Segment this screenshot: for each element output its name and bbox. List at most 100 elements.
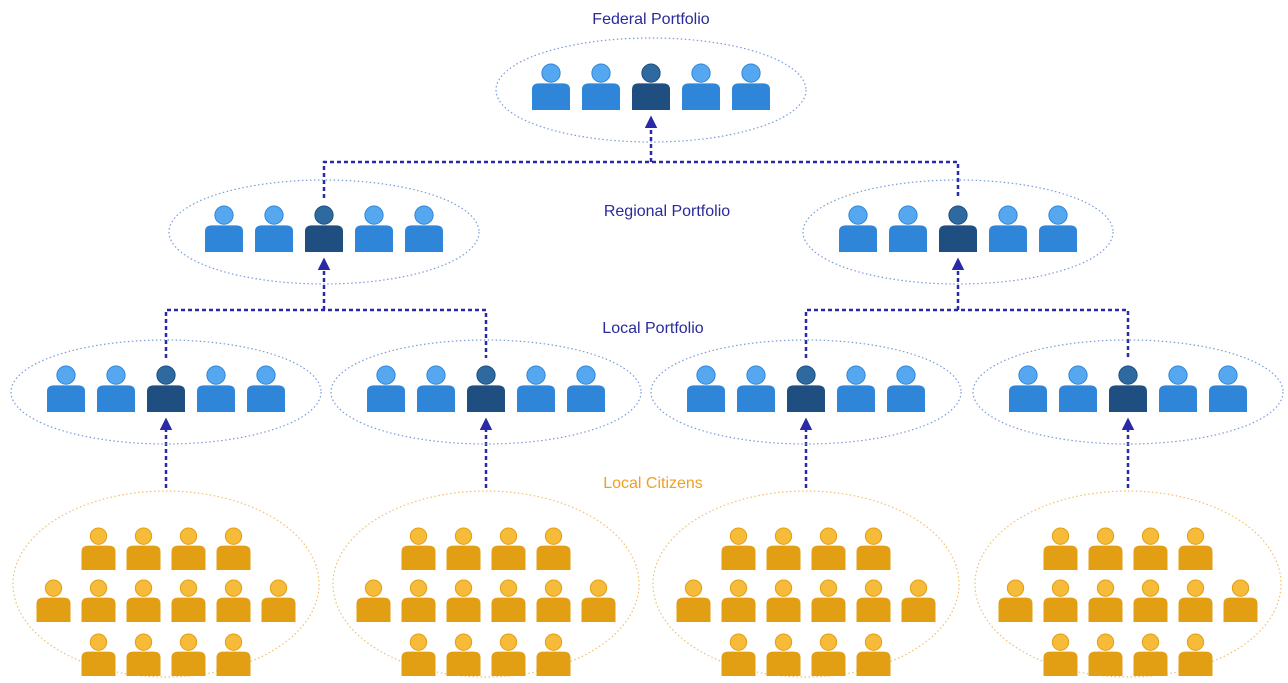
citizen-group-3-citizen-icon [766, 527, 801, 570]
citizen-group-3-citizen-icon [901, 579, 936, 622]
local-portfolio-2-ellipse [330, 339, 642, 445]
citizen-group-4-citizen-icon [1043, 633, 1078, 676]
federal-portfolio-member-icon [682, 63, 720, 110]
citizen-group-3-citizen-icon [811, 527, 846, 570]
citizen-group-3-citizen-icon [811, 633, 846, 676]
citizen-group-1-citizen-icon [126, 579, 161, 622]
citizen-group-2-citizen-icon [491, 579, 526, 622]
local-portfolio-label: Local Portfolio [602, 320, 703, 337]
local-portfolio-3-member-icon [687, 365, 725, 412]
citizen-group-1-citizen-icon [171, 579, 206, 622]
citizen-group-4-citizen-icon [1178, 633, 1213, 676]
citizen-group-3-citizen-icon [856, 527, 891, 570]
local-portfolio-1-ellipse [10, 339, 322, 445]
regional-portfolio-1-ellipse [168, 179, 480, 285]
local-portfolio-4-member-icon [1009, 365, 1047, 412]
citizen-group-2-citizen-icon [401, 527, 436, 570]
citizen-group-1-citizen-icon [171, 527, 206, 570]
citizen-group-3-citizen-icon [766, 633, 801, 676]
citizen-group-4-citizen-icon [1178, 527, 1213, 570]
citizen-group-2-citizen-icon [581, 579, 616, 622]
citizen-group-4-citizen-icon [1043, 527, 1078, 570]
local-portfolio-4-member-icon [1159, 365, 1197, 412]
local-portfolio-2-member-icon [517, 365, 555, 412]
local-portfolio-2-member-icon [367, 365, 405, 412]
citizen-group-2-citizen-icon [446, 633, 481, 676]
citizen-group-2-citizen-icon [446, 527, 481, 570]
citizen-group-3-citizen-icon [856, 633, 891, 676]
citizen-group-1-citizen-icon [81, 633, 116, 676]
federal-portfolio-member-icon [582, 63, 620, 110]
local-portfolio-1-member-icon [247, 365, 285, 412]
citizen-group-1-citizen-icon [216, 633, 251, 676]
federal-portfolio-member-icon [532, 63, 570, 110]
regional-portfolio-1-representative-icon [305, 205, 343, 252]
citizen-group-2-citizen-icon [401, 579, 436, 622]
citizen-group-4-citizen-icon [1133, 527, 1168, 570]
local-portfolio-1-member-icon [97, 365, 135, 412]
citizen-group-2-citizen-icon [356, 579, 391, 622]
federal-portfolio-label: Federal Portfolio [592, 11, 709, 28]
citizen-group-4-citizen-icon [1133, 579, 1168, 622]
citizen-group-3-citizen-icon [811, 579, 846, 622]
regional-portfolio-2-member-icon [889, 205, 927, 252]
local-portfolio-4-member-icon [1059, 365, 1097, 412]
citizen-group-4-citizen-icon [1088, 633, 1123, 676]
citizen-group-1-citizen-icon [126, 527, 161, 570]
local-portfolio-3-ellipse [650, 339, 962, 445]
regional-portfolio-2-representative-icon [939, 205, 977, 252]
citizen-group-2-citizen-icon [491, 527, 526, 570]
citizen-group-2-citizen-icon [446, 579, 481, 622]
citizen-group-2-citizen-icon [536, 527, 571, 570]
local-portfolio-1-representative-icon [147, 365, 185, 412]
citizen-group-2-citizen-icon [491, 633, 526, 676]
local-portfolio-4-representative-icon [1109, 365, 1147, 412]
citizen-group-1-citizen-icon [81, 579, 116, 622]
citizen-group-2-citizen-icon [536, 579, 571, 622]
citizen-group-1-citizen-icon [36, 579, 71, 622]
local-portfolio-3-member-icon [737, 365, 775, 412]
regional-portfolio-1-member-icon [355, 205, 393, 252]
regional-portfolio-label: Regional Portfolio [604, 203, 730, 220]
citizen-group-4-citizen-icon [1043, 579, 1078, 622]
regional-portfolio-2-member-icon [1039, 205, 1077, 252]
regional-portfolio-1-member-icon [405, 205, 443, 252]
local-citizens-label: Local Citizens [603, 475, 703, 492]
local-portfolio-3-member-icon [837, 365, 875, 412]
citizen-group-3-citizen-icon [721, 527, 756, 570]
citizen-group-1-citizen-icon [216, 527, 251, 570]
connectors [159, 115, 1135, 488]
federal-portfolio-ellipse [495, 37, 807, 143]
citizen-group-1-citizen-icon [126, 633, 161, 676]
federal-portfolio-member-icon [732, 63, 770, 110]
regional-portfolio-2-member-icon [839, 205, 877, 252]
citizen-group-1-citizen-icon [261, 579, 296, 622]
regional-portfolio-1-member-icon [255, 205, 293, 252]
federal-portfolio-representative-icon [632, 63, 670, 110]
group-ellipses [10, 37, 1284, 678]
people-icons [36, 63, 1258, 676]
local-to-regional-connector-1 [164, 308, 488, 358]
local-portfolio-2-member-icon [567, 365, 605, 412]
citizen-group-3-citizen-icon [721, 633, 756, 676]
regional-portfolio-2-member-icon [989, 205, 1027, 252]
citizen-group-1-citizen-icon [81, 527, 116, 570]
citizen-group-4-citizen-icon [1088, 579, 1123, 622]
local-to-regional-connector-2 [804, 308, 1130, 358]
citizen-group-4-citizen-icon [998, 579, 1033, 622]
regional-portfolio-1-member-icon [205, 205, 243, 252]
citizen-group-3-citizen-icon [676, 579, 711, 622]
citizen-group-3-citizen-icon [856, 579, 891, 622]
citizen-group-1-citizen-icon [216, 579, 251, 622]
local-portfolio-2-representative-icon [467, 365, 505, 412]
regional-to-federal-connector [322, 160, 960, 198]
citizen-group-2-ellipse [332, 490, 640, 678]
local-portfolio-1-member-icon [47, 365, 85, 412]
local-portfolio-4-ellipse [972, 339, 1284, 445]
citizen-group-3-citizen-icon [766, 579, 801, 622]
citizen-group-3-citizen-icon [721, 579, 756, 622]
citizen-group-4-ellipse [974, 490, 1282, 678]
citizen-group-4-citizen-icon [1178, 579, 1213, 622]
citizen-group-1-ellipse [12, 490, 320, 678]
